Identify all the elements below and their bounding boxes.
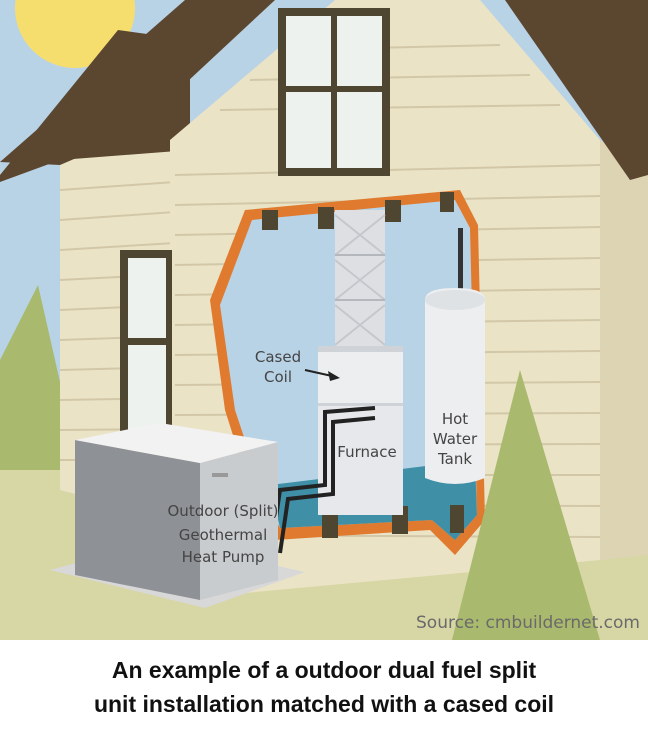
source-credit: Source: cmbuildernet.com (416, 613, 640, 633)
label-furnace: Furnace (337, 443, 396, 461)
upper-window (278, 8, 390, 176)
label-outdoor-line1: Outdoor (Split) (168, 502, 279, 520)
label-outdoor-line3: Heat Pump (182, 548, 265, 566)
right-wall (600, 140, 648, 560)
figure-caption: An example of a outdoor dual fuel split … (0, 640, 648, 734)
left-window (120, 250, 172, 440)
label-outdoor-line2: Geothermal (179, 526, 268, 544)
label-hot-water-line2: Water (433, 430, 478, 448)
label-hot-water-line3: Tank (437, 450, 472, 468)
furnace-unit (318, 346, 403, 515)
label-cased-coil-line2: Coil (264, 368, 292, 386)
caption-line-1: An example of a outdoor dual fuel split (112, 653, 536, 687)
caption-line-2: unit installation matched with a cased c… (94, 687, 554, 721)
label-hot-water-line1: Hot (442, 410, 468, 428)
label-cased-coil-line1: Cased (255, 348, 301, 366)
house-cutaway-illustration: Cased Coil Furnace Hot Water Tank Outdoo… (0, 0, 648, 640)
air-duct (335, 210, 385, 350)
